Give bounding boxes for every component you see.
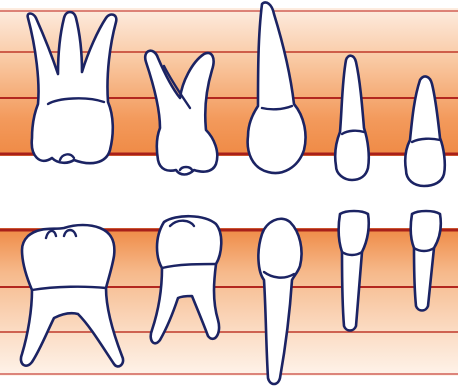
upper-molar bbox=[28, 12, 117, 163]
